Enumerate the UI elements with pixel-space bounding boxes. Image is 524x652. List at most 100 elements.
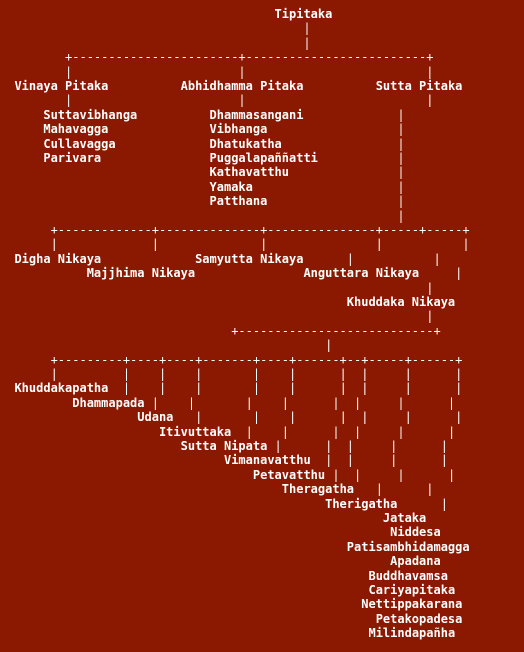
tree-connector: | | [303,251,441,266]
node-itivuttaka: Itivuttaka [158,424,232,439]
diagram-row: Tipitaka [0,7,333,21]
tree-connector: | [419,266,463,281]
tree-connector: | [0,208,405,223]
tree-connector [0,554,390,568]
node-khuddakapatha: Khuddakapatha [14,381,109,396]
node-parivara: Parivara [43,151,102,165]
tree-connector: | | | | | | | [173,410,463,425]
tree-connector [0,79,14,93]
diagram-row: | | | | | [0,237,470,251]
tree-connector: | [267,122,405,137]
diagram-row: Digha Nikaya Samyutta Nikaya | | [0,251,441,266]
diagram-row: Theragatha | | [0,482,434,496]
diagram-row: Itivuttaka | | | | | | [0,425,455,439]
tree-connector: | | | [0,93,434,108]
node-abhidhamma-pitaka: Abhidhamma Pitaka [180,79,304,93]
node-dhammapada: Dhammapada [72,395,145,410]
tree-connector: | | | | | | | | | [108,381,463,396]
tree-connector [108,122,209,136]
node-sutta-pitaka: Sutta Pitaka [375,79,463,93]
tree-connector [108,79,180,93]
tree-connector [101,151,209,165]
tree-connector [0,165,210,179]
node-vinaya-pitaka: Vinaya Pitaka [14,79,109,93]
diagram-row: Petakopadesa [0,611,463,626]
tree-connector [0,439,181,453]
node-udana: Udana [137,410,174,425]
node-dhammasangani: Dhammasangani [209,107,304,122]
node-theragatha: Theragatha [281,482,355,497]
tree-connector [0,453,224,467]
tree-connector: | [0,280,434,295]
tree-connector: | [0,21,311,36]
tree-connector: | [317,151,405,165]
node-dhatukatha: Dhatukatha [209,136,282,151]
diagram-row: Parivara Puggalapaññatti | [0,151,405,165]
node-kathavatthu: Kathavatthu [209,165,289,180]
tree-connector: | [303,107,405,122]
tree-connector [0,396,72,410]
tree-connector: | | | | | [0,237,470,252]
tree-connector: | | | | [325,467,456,482]
diagram-row: | [0,35,311,50]
node-jataka: Jataka [382,511,427,525]
diagram-row: Buddhavamsa [0,569,447,583]
node-suttavibhanga: Suttavibhanga [43,107,138,122]
tree-connector: | [0,309,434,324]
diagram-row: Sutta Nipata | | | | | [0,439,448,453]
tree-connector [0,597,361,611]
tree-connector [0,583,368,597]
diagram-row: Yamaka | [0,180,405,194]
tree-connector: | [0,338,333,353]
tree-connector [0,180,210,194]
tree-connector [101,252,195,266]
node-tipitaka: Tipitaka [274,7,333,21]
tree-connector [0,511,383,525]
tree-connector: +---------------------------+ [0,323,441,338]
node-anguttara-nikaya: Anguttara Nikaya [303,266,420,281]
tree-connector [303,79,375,93]
diagram-row: +---------------------------+ [0,324,441,338]
tree-connector: | [0,35,311,50]
diagram-row: Dhammapada | | | | | | | | [0,396,455,410]
tree-connector [0,295,347,309]
tree-connector [0,137,43,151]
tree-connector [0,410,137,424]
tree-connector: | [397,496,448,511]
tree-connector: +---------+----+----+-------+----+------… [0,352,463,367]
tree-connector [0,612,376,626]
diagram-row: Khuddaka Nikaya [0,295,455,309]
tree-connector [0,151,43,165]
diagram-row: +-------------+--------------+----------… [0,223,470,237]
tree-connector: | | | | | | [231,424,456,439]
tree-connector [0,252,14,266]
diagram-row: | | | [0,65,433,79]
node-cariyapitaka: Cariyapitaka [368,583,456,597]
diagram-row: Jataka [0,511,426,525]
diagram-row: | [0,21,311,36]
tree-connector: | | | [0,64,434,79]
node-majjhima-nikaya: Majjhima Nikaya [86,266,196,281]
diagram-row: Mahavagga Vibhanga | [0,122,405,137]
node-milindapanha: Milindapañha [368,626,456,641]
tree-connector: +-------------+--------------+----------… [0,223,470,237]
tree-connector [0,266,87,280]
tree-connector [0,108,43,122]
node-patthana: Patthana [209,194,268,209]
diagram-row: Suttavibhanga Dhammasangani | [0,107,405,122]
node-apadana: Apadana [390,554,441,569]
node-petakopadesa: Petakopadesa [375,611,463,626]
diagram-row: Therigatha | [0,497,448,511]
diagram-row: | [0,309,433,323]
diagram-row: Patthana | [0,194,405,208]
diagram-row: | | | | | | | | | | [0,367,463,381]
tree-connector [0,626,368,640]
tree-connector: | | | | [310,453,448,468]
node-cullavagga: Cullavagga [43,136,116,151]
diagram-row: Vimanavatthu | | | | [0,453,448,467]
tree-connector [0,525,390,539]
node-petavatthu: Petavatthu [252,467,326,482]
diagram-row: Cullavagga Dhatukatha | [0,136,404,151]
node-patisambhidamagga: Patisambhidamagga [346,539,470,554]
node-digha-nikaya: Digha Nikaya [14,251,102,266]
